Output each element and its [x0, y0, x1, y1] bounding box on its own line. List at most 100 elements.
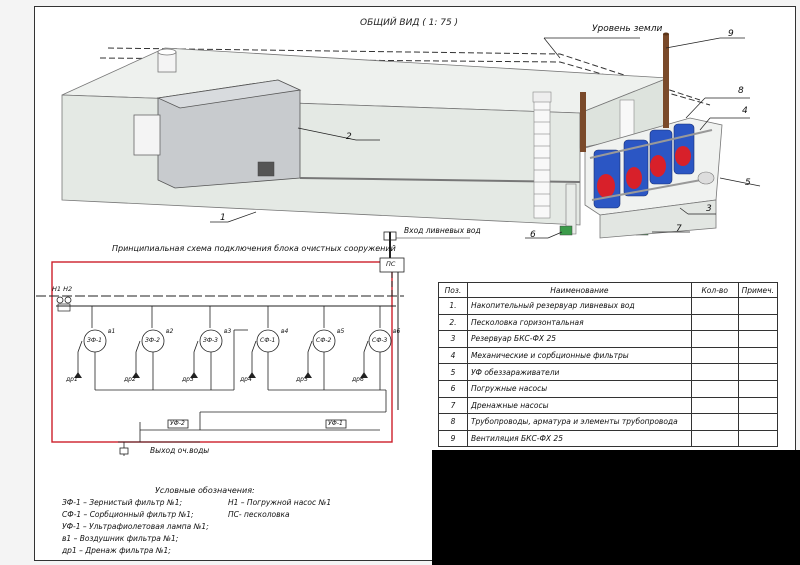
callout-4: 4 — [742, 106, 748, 116]
legend-item: в1 – Воздушник фильтра №1; — [62, 534, 179, 543]
callout-7: 7 — [676, 224, 682, 234]
cell-pos: 8 — [438, 413, 468, 431]
filter-tag: СФ-1 — [260, 337, 276, 344]
treatment-block — [580, 32, 723, 239]
legend-item: др1 – Дренаж фильтра №1; — [62, 546, 171, 555]
legend-title: Условные обозначения: — [155, 486, 255, 495]
cell-note — [737, 330, 779, 348]
cell-qty — [690, 429, 739, 448]
legend-item: СФ-1 – Сорбционный фильтр №1; — [62, 510, 194, 519]
schema-title: Принципиальная схема подключения блока о… — [112, 244, 396, 253]
drain-tag: др4 — [240, 376, 252, 383]
cell-name: Погружные насосы — [466, 379, 692, 398]
filter-tag: ЗФ-2 — [145, 337, 160, 344]
inlet-label: Вход ливневых вод — [404, 226, 481, 235]
cell-qty — [690, 413, 739, 431]
legend-item: ЗФ-1 – Зернистый фильтр №1; — [62, 498, 183, 507]
vent-tag: в4 — [281, 328, 289, 335]
drain-tag: др3 — [182, 376, 194, 383]
cell-pos: 3 — [438, 330, 468, 348]
cell-pos: 2. — [438, 313, 468, 332]
header-note: Примеч. — [737, 282, 779, 298]
cell-note — [737, 429, 779, 448]
cell-name: УФ обеззараживатели — [466, 363, 692, 381]
filter-tag: ЗФ-1 — [87, 337, 102, 344]
pump-tags: Н1 Н2 — [52, 285, 73, 293]
cell-qty — [690, 396, 739, 415]
cell-pos: 7 — [438, 396, 468, 415]
cell-note — [737, 413, 779, 431]
cell-name: Накопительный резервуар ливневых вод — [466, 297, 692, 315]
vent-tag: в6 — [393, 328, 401, 335]
callout-6: 6 — [530, 230, 536, 240]
vent-tag: в2 — [166, 328, 174, 335]
callout-5: 5 — [745, 178, 751, 188]
cell-note — [737, 396, 779, 415]
cell-name: Резервуар БКС-ФХ 25 — [466, 330, 692, 348]
header-quantity: Кол-во — [690, 282, 739, 298]
cell-pos: 4 — [438, 346, 468, 365]
callout-1: 1 — [220, 213, 226, 223]
table-row: 2.Песколовка горизонтальная — [438, 313, 779, 332]
callout-3: 3 — [706, 204, 712, 214]
specification-table: Поз. Наименование Кол-во Примеч. 1.Накоп… — [438, 282, 779, 448]
sand-trap-tag: ПС — [386, 260, 396, 268]
cell-pos: 5 — [438, 363, 468, 381]
callout-8: 8 — [738, 86, 744, 96]
view-title: ОБЩИЙ ВИД ( 1: 75 ) — [360, 18, 459, 28]
drain-tag: др6 — [352, 376, 364, 383]
drain-tag: др2 — [124, 376, 136, 383]
legend-item: Н1 – Погружной насос №1 — [228, 498, 332, 507]
drain-tag: др1 — [66, 376, 78, 383]
cell-note — [737, 313, 779, 332]
cell-name: Механические и сорбционные фильтры — [466, 346, 692, 365]
cell-note — [737, 379, 779, 398]
cell-pos: 1. — [438, 297, 468, 315]
cell-note — [737, 363, 779, 381]
uv-tag: УФ-2 — [170, 420, 185, 427]
cell-qty — [690, 330, 739, 348]
cell-qty — [690, 346, 739, 365]
callout-9: 9 — [728, 29, 734, 39]
cell-qty — [690, 297, 739, 315]
uv-tag: УФ-1 — [328, 420, 343, 427]
callout-leaders — [210, 37, 761, 239]
legend-item: ПС- песколовка — [228, 510, 290, 519]
outlet-label: Выход оч.воды — [150, 446, 210, 455]
schematic — [36, 231, 470, 456]
vent-tag: в3 — [224, 328, 232, 335]
callout-ground-level: Уровень земли — [592, 24, 663, 34]
filter-tag: СФ-2 — [316, 337, 332, 344]
vent-tag: в5 — [337, 328, 345, 335]
vent-tag: в1 — [108, 328, 116, 335]
header-position: Поз. — [438, 282, 468, 298]
cell-pos: 9 — [438, 429, 468, 448]
cell-name: Дренажные насосы — [466, 396, 692, 415]
cell-name: Трубопроводы, арматура и элементы трубоп… — [466, 413, 692, 431]
cell-note — [737, 346, 779, 365]
cell-note — [737, 297, 779, 315]
redacted-block — [432, 450, 800, 565]
filter-tag: ЗФ-3 — [203, 337, 218, 344]
filter-tag: СФ-3 — [372, 337, 388, 344]
cell-name: Песколовка горизонтальная — [466, 313, 692, 332]
cell-pos: 6 — [438, 379, 468, 398]
drain-tag: др5 — [296, 376, 308, 383]
callout-2: 2 — [346, 132, 352, 142]
cell-name: Вентиляция БКС-ФХ 25 — [466, 429, 692, 448]
cell-qty — [690, 313, 739, 332]
cell-qty — [690, 363, 739, 381]
table-row: 1.Накопительный резервуар ливневых вод — [438, 297, 779, 315]
legend-item: УФ-1 – Ультрафиолетовая лампа №1; — [62, 522, 209, 531]
cell-qty — [690, 379, 739, 398]
table-header-row: Поз. Наименование Кол-во Примеч. — [438, 282, 779, 298]
sand-trap — [133, 48, 581, 189]
header-name: Наименование — [466, 282, 692, 298]
